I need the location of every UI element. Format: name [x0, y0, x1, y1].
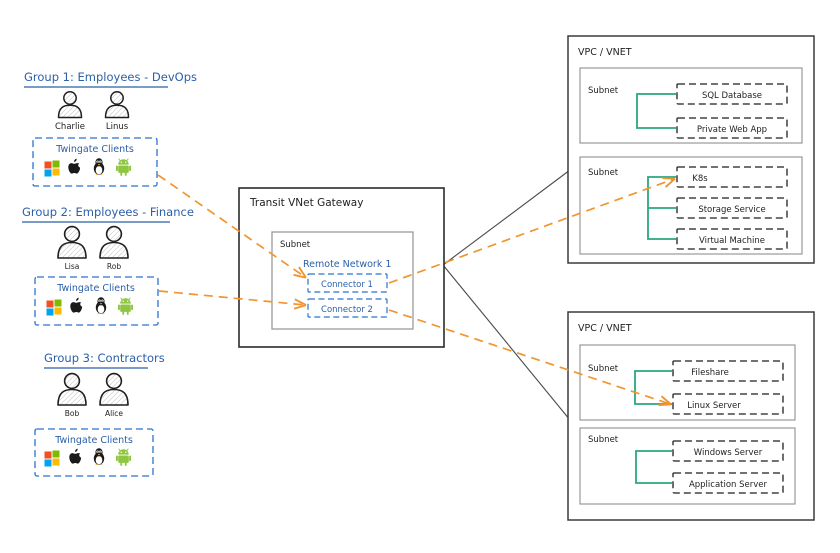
clients-box-group-3[interactable]	[34, 428, 154, 477]
clients-box-group-2[interactable]	[34, 276, 159, 326]
flow-connector1-to-k8s	[388, 179, 674, 284]
clients-label-group-3: Twingate Clients	[54, 435, 133, 446]
tunnel-flows	[157, 174, 674, 404]
connector-1-box[interactable]	[307, 273, 388, 293]
windows-icon	[44, 160, 60, 177]
linux-icon	[93, 448, 105, 466]
gateway-subnet-label: Subnet	[280, 240, 311, 250]
user-label-bob: Bob	[65, 409, 80, 418]
resource-label: Linux Server	[687, 401, 741, 411]
android-icon	[118, 297, 133, 315]
resource-box[interactable]	[672, 360, 784, 382]
resource-label: K8s	[692, 174, 708, 184]
android-icon	[116, 158, 131, 176]
vpc-top-subnet-1-label: Subnet	[588, 86, 619, 96]
resource-label: SQL Database	[702, 91, 762, 101]
vpc-bottom: VPC / VNET Subnet Fileshare Linux Server…	[567, 311, 815, 521]
transit-gateway-title: Transit VNet Gateway	[249, 197, 363, 209]
apple-icon	[70, 297, 83, 313]
apple-icon	[68, 158, 81, 174]
user-label-charlie: Charlie	[55, 122, 85, 132]
vpc-top-subnet-2-box	[579, 156, 803, 255]
gateway-subnet-box	[271, 231, 414, 330]
flow-group2-to-connector2	[158, 290, 305, 305]
vpc-bottom-subnet-2-label: Subnet	[588, 435, 619, 445]
vpc-top-subnet-1-box	[579, 67, 803, 144]
resource-box[interactable]	[676, 197, 788, 219]
resource-label: Application Server	[689, 480, 768, 490]
connector-2-label: Connector 2	[321, 305, 373, 315]
avatar-charlie	[57, 91, 83, 119]
resource-box[interactable]	[672, 472, 784, 494]
resource-box[interactable]	[676, 117, 788, 139]
clients-label-group-2: Twingate Clients	[56, 283, 135, 294]
gateway-vpc-links	[442, 169, 571, 421]
vpc-top-subnet-2-bracket	[647, 176, 676, 240]
windows-icon	[46, 299, 62, 316]
user-label-lisa: Lisa	[65, 262, 80, 271]
clients-box-group-1[interactable]	[32, 137, 158, 187]
group-3: Group 3: Contractors Bob Alice Twingate …	[34, 351, 165, 477]
link-gateway-vpc-bottom	[442, 264, 571, 421]
remote-network-label: Remote Network 1	[303, 259, 391, 270]
vpc-bottom-subnet-1-bracket	[634, 370, 672, 405]
vpc-top: VPC / VNET Subnet SQL Database Private W…	[567, 35, 815, 264]
resource-label: Windows Server	[694, 448, 763, 458]
resource-label: Virtual Machine	[699, 236, 765, 246]
user-label-alice: Alice	[105, 409, 123, 418]
resource-label: Private Web App	[697, 125, 767, 135]
vpc-bottom-subnet-2-bracket	[635, 450, 672, 484]
avatar-alice	[99, 372, 129, 406]
avatar-linus	[104, 91, 130, 119]
resource-box[interactable]	[676, 83, 788, 105]
avatar-rob	[99, 225, 129, 259]
vpc-top-subnet-2-label: Subnet	[588, 168, 619, 178]
apple-icon	[69, 448, 82, 464]
connector-1-label: Connector 1	[321, 280, 373, 290]
transit-gateway: Transit VNet Gateway Subnet Remote Netwo…	[238, 187, 445, 348]
vpc-bottom-subnet-1-box	[579, 344, 796, 421]
avatar-bob	[57, 372, 87, 406]
linux-icon	[95, 297, 107, 315]
group-3-title: Group 3: Contractors	[44, 351, 165, 365]
group-1: Group 1: Employees - DevOps Charlie Linu…	[24, 70, 197, 187]
flow-connector2-to-linux-server	[388, 309, 670, 404]
user-label-rob: Rob	[107, 262, 121, 271]
group-1-title: Group 1: Employees - DevOps	[24, 70, 197, 84]
resource-box[interactable]	[676, 166, 788, 188]
resource-label: Storage Service	[698, 205, 765, 215]
resource-box[interactable]	[676, 228, 788, 250]
group-2: Group 2: Employees - Finance Lisa Rob Tw…	[22, 205, 194, 326]
avatar-lisa	[57, 225, 87, 259]
vpc-bottom-subnet-1-label: Subnet	[588, 364, 619, 374]
windows-icon	[44, 450, 60, 467]
vpc-top-title: VPC / VNET	[578, 47, 632, 58]
android-icon	[116, 448, 131, 466]
vpc-bottom-title: VPC / VNET	[578, 323, 632, 334]
clients-label-group-1: Twingate Clients	[55, 144, 134, 155]
group-2-title: Group 2: Employees - Finance	[22, 205, 194, 219]
user-label-linus: Linus	[106, 122, 129, 132]
connector-2-box[interactable]	[307, 298, 388, 318]
resource-label: Fileshare	[691, 368, 729, 378]
linux-icon	[93, 158, 105, 176]
link-gateway-vpc-top	[442, 169, 571, 266]
vpc-top-subnet-1-bracket	[636, 93, 676, 129]
resource-box[interactable]	[672, 440, 784, 462]
